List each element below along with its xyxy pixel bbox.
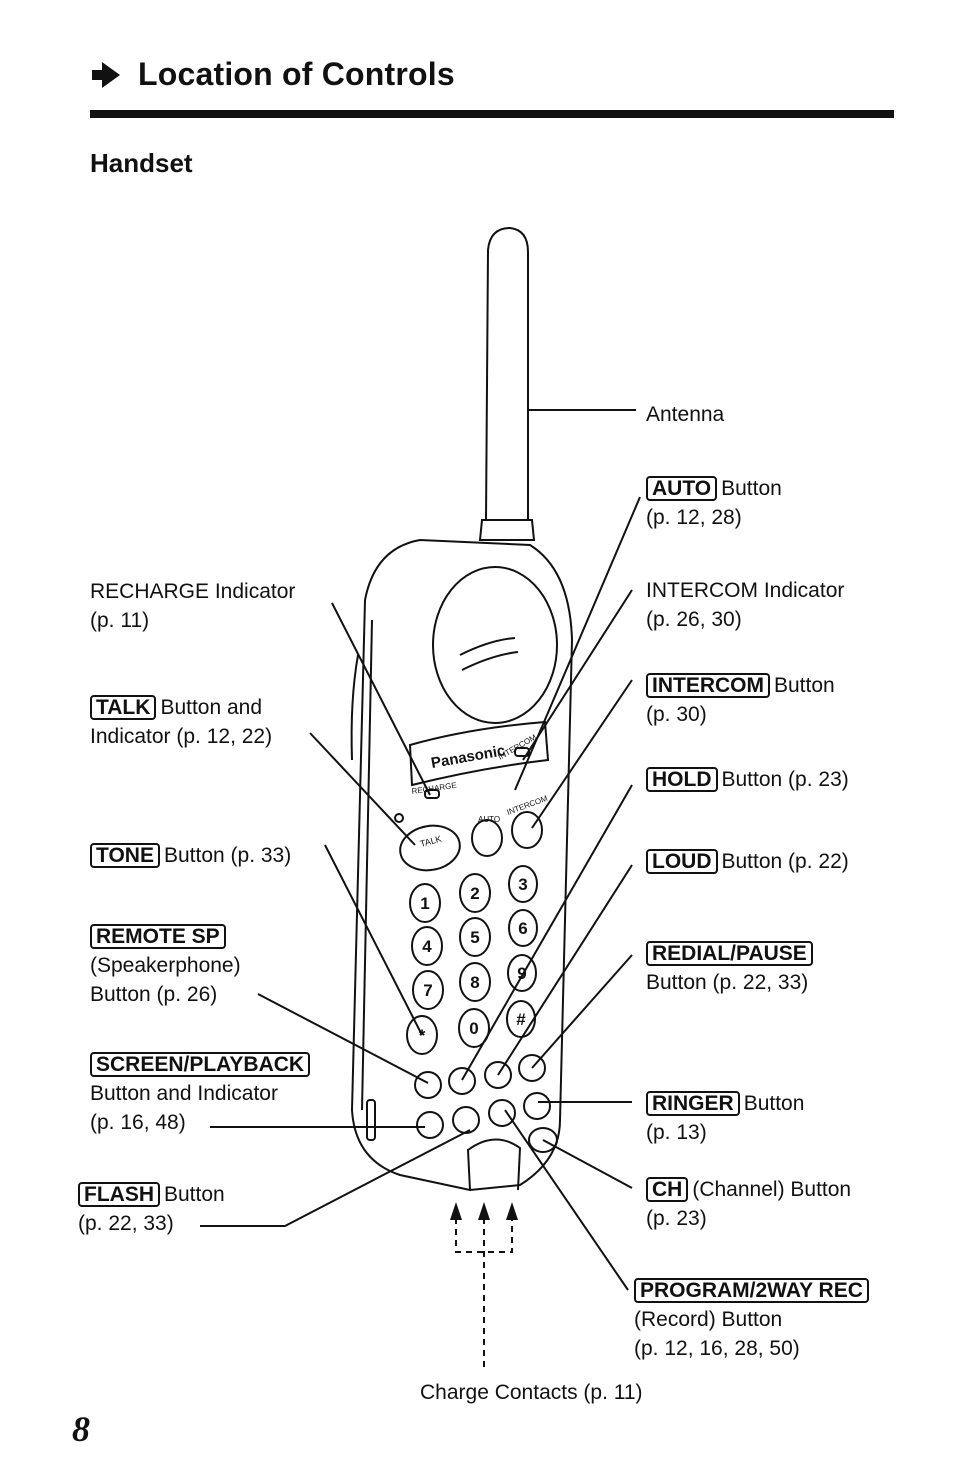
label-text: Button	[774, 674, 835, 697]
keypad-key-8: 9	[517, 964, 526, 983]
page-ref: Indicator (p. 12, 22)	[90, 725, 273, 748]
antenna	[484, 226, 529, 521]
label-text: Button (p. 22, 33)	[646, 971, 809, 994]
talk-key: TALK	[90, 695, 157, 720]
label-ch-button: CH(Channel) Button (p. 23)	[646, 1175, 851, 1233]
page-number: 8	[72, 1409, 90, 1449]
label-text: INTERCOM Indicator	[646, 579, 845, 602]
keypad-key-1: 2	[470, 884, 479, 903]
page-ref: (p. 13)	[646, 1121, 707, 1144]
page-title: Location of Controls	[138, 56, 455, 92]
label-antenna-text: Antenna	[646, 403, 725, 426]
label-text: Button	[164, 1183, 225, 1206]
tone-key: TONE	[90, 843, 160, 868]
label-recharge-indicator: RECHARGE Indicator (p. 11)	[90, 577, 295, 635]
keypad-key-7: 8	[470, 973, 479, 992]
page-ref: (p. 26, 30)	[646, 608, 742, 631]
right-arrow-icon	[92, 61, 120, 88]
keypad-key-2: 3	[518, 875, 527, 894]
remote-sp-key: REMOTE SP	[90, 924, 226, 949]
label-screen-playback-button: SCREEN/PLAYBACK Button and Indicator (p.…	[90, 1050, 314, 1137]
handset-body	[350, 538, 574, 1192]
intercom-button	[511, 811, 543, 849]
keypad	[406, 865, 538, 1055]
program-key: PROGRAM/2WAY REC	[634, 1278, 869, 1303]
keypad-key-4: 5	[470, 928, 479, 947]
page-ref: (p. 22, 33)	[78, 1212, 174, 1235]
label-text: Button (p. 22)	[721, 850, 849, 873]
label-intercom-indicator: INTERCOM Indicator (p. 26, 30)	[646, 576, 844, 634]
keypad-key-0: 1	[420, 894, 429, 913]
label-text: Button	[721, 477, 782, 500]
ch-key: CH	[646, 1177, 689, 1202]
label-text: Button (p. 33)	[163, 844, 292, 867]
page-ref: (p. 16, 48)	[90, 1111, 186, 1134]
loud-key: LOUD	[646, 849, 718, 874]
flash-key: FLASH	[78, 1182, 160, 1207]
label-text: Button and Indicator	[90, 1082, 278, 1105]
label-text: (Speakerphone)	[90, 954, 241, 977]
label-text: Button and	[160, 696, 263, 719]
section-title: Handset	[90, 148, 193, 178]
svg-text:AUTO: AUTO	[478, 815, 500, 824]
redial-pause-key: REDIAL/PAUSE	[646, 941, 813, 966]
label-text: (Record) Button	[634, 1308, 783, 1331]
auto-key: AUTO	[646, 476, 718, 501]
keypad-key-3: 4	[422, 937, 432, 956]
label-text: RECHARGE Indicator	[90, 580, 296, 603]
earpiece	[432, 566, 558, 724]
talk-button	[399, 824, 461, 872]
keypad-key-6: 7	[423, 981, 432, 1000]
label-program-button: PROGRAM/2WAY REC (Record) Button (p. 12,…	[634, 1276, 873, 1363]
page-ref: (p. 12, 28)	[646, 506, 742, 529]
label-charge-contacts: Charge Contacts (p. 11)	[420, 1378, 643, 1407]
label-redial-pause-button: REDIAL/PAUSE Button (p. 22, 33)	[646, 939, 817, 997]
page-ref: (p. 12, 16, 28, 50)	[634, 1337, 800, 1360]
ringer-key: RINGER	[646, 1091, 740, 1116]
keypad-key-11: #	[516, 1010, 526, 1029]
auto-button	[471, 819, 503, 857]
label-text: Button (p. 23)	[721, 768, 849, 791]
hold-key: HOLD	[646, 767, 718, 792]
keypad-key-5: 6	[518, 919, 527, 938]
label-text: Button	[743, 1092, 805, 1115]
display-window	[408, 720, 550, 787]
label-text: Charge Contacts (p. 11)	[420, 1381, 643, 1404]
label-remote-sp-button: REMOTE SP (Speakerphone) Button (p. 26)	[90, 922, 241, 1009]
keypad-key-9: *	[419, 1026, 426, 1045]
page-heading: Location of Controls	[88, 56, 455, 93]
keypad-key-10: 0	[469, 1019, 478, 1038]
label-antenna: Antenna	[646, 400, 724, 429]
title-rule	[90, 110, 894, 118]
intercom-key: INTERCOM	[646, 673, 770, 698]
screen-playback-key: SCREEN/PLAYBACK	[90, 1052, 311, 1077]
page-ref: (p. 23)	[646, 1207, 707, 1230]
page-ref: (p. 11)	[90, 609, 150, 632]
page-ref: (p. 30)	[646, 703, 707, 726]
label-text: (Channel) Button	[692, 1178, 852, 1201]
page-ref: Button (p. 26)	[90, 983, 218, 1006]
